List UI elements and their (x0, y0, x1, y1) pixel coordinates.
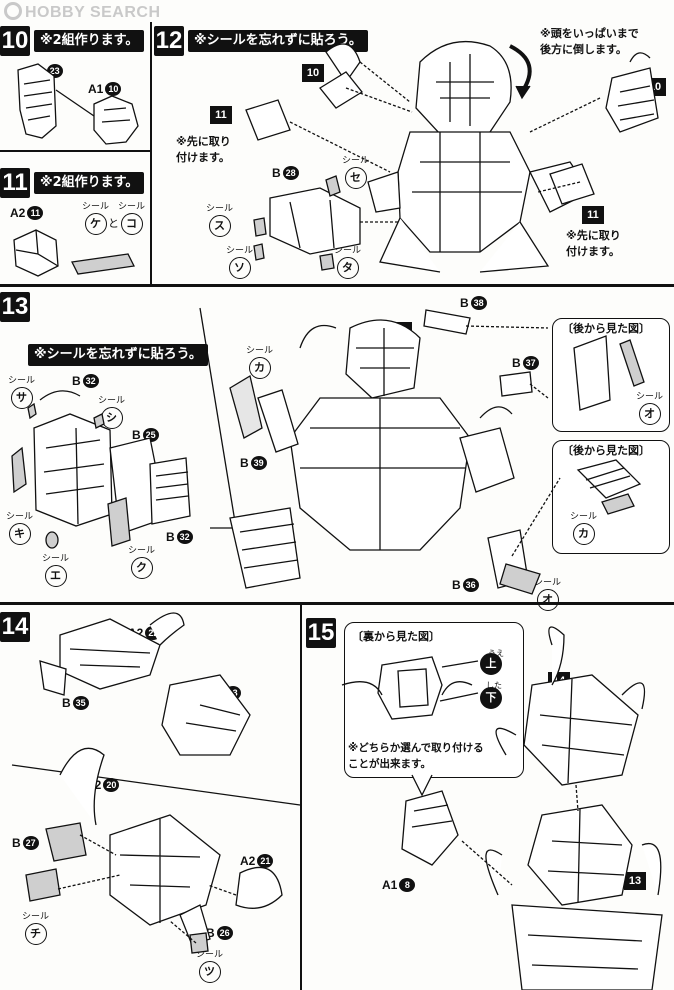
helmet-drawing (0, 605, 300, 990)
step-12-number: 12 (154, 26, 184, 56)
seal-se: シールセ (342, 156, 369, 189)
up-marker: 上 (480, 652, 502, 675)
back-view-box-1 (552, 318, 670, 432)
divider (0, 602, 674, 605)
hobby-search-logo-icon (4, 2, 22, 20)
step-12-note: ※シールを忘れずに貼ろう。 (188, 30, 368, 52)
leg-armor-drawing (8, 60, 148, 148)
head-tilt-note: ※頭をいっぱいまで後方に倒します。 (540, 27, 639, 56)
watermark-text: HOBBY SEARCH (25, 4, 161, 21)
seal-so: シールソ (226, 246, 253, 279)
seal-ka-main: シールカ (246, 346, 273, 379)
back-view-box-2 (552, 440, 670, 554)
step-10-note: ※2組作ります。 (34, 30, 145, 52)
step-15-number: 15 (306, 618, 336, 648)
attach-first-note-right: ※先に取り付けます。 (566, 229, 621, 258)
seal-su: シールス (206, 204, 233, 237)
seal-o-detail: シールオ (636, 392, 663, 425)
back-view-caption-2: 〔後から見た図〕 (562, 444, 650, 457)
subassembly-ref-11: 11 (210, 106, 232, 124)
down-reading: した (486, 681, 502, 690)
step-13-note: ※シールを忘れずに貼ろう。 (28, 344, 208, 366)
seal-ku: シールク (128, 546, 155, 579)
seal-chi: シールチ (22, 912, 49, 945)
divider (150, 22, 152, 284)
step-11-number: 11 (0, 168, 30, 198)
seal-e: シールエ (42, 554, 69, 587)
divider (300, 605, 302, 990)
subassembly-ref-11-right: 11 (582, 206, 604, 224)
back-view-caption-1: 〔後から見た図〕 (562, 322, 650, 335)
subassembly-ref-13: 13 (624, 872, 646, 890)
step-13-number: 13 (0, 292, 30, 322)
seal-o-main: シールオ (534, 578, 561, 611)
step-10-number: 10 (0, 26, 30, 56)
watermark: HOBBY SEARCH (4, 2, 161, 22)
divider (0, 150, 150, 152)
seal-sa: シールサ (8, 376, 35, 409)
arm-assembly-drawing (0, 288, 674, 600)
seal-ko: シールコ (118, 202, 145, 235)
robot-body-drawing (150, 22, 670, 284)
choose-note: ※どちらか選んで取り付けることが出来ます。 (348, 742, 484, 770)
seal-ki: シールキ (6, 512, 33, 545)
subassembly-ref-10: 10 (302, 64, 324, 82)
seal-ke: シールケ (82, 202, 109, 235)
divider (0, 284, 674, 287)
rear-view-caption: 〔裏から見た図〕 (352, 630, 440, 643)
step-11-note: ※2組作ります。 (34, 172, 145, 194)
seal-ta: シールタ (334, 246, 361, 279)
seal-ka-detail: シールカ (570, 512, 597, 545)
final-assembly-drawing (302, 605, 674, 990)
seal-join-and: と (108, 217, 119, 230)
foot-part-drawing (8, 226, 148, 282)
seal-tsu: シールツ (196, 950, 223, 983)
attach-first-note: ※先に取り付けます。 (176, 135, 231, 164)
step-14-number: 14 (0, 612, 30, 642)
down-marker: 下 (480, 686, 502, 709)
